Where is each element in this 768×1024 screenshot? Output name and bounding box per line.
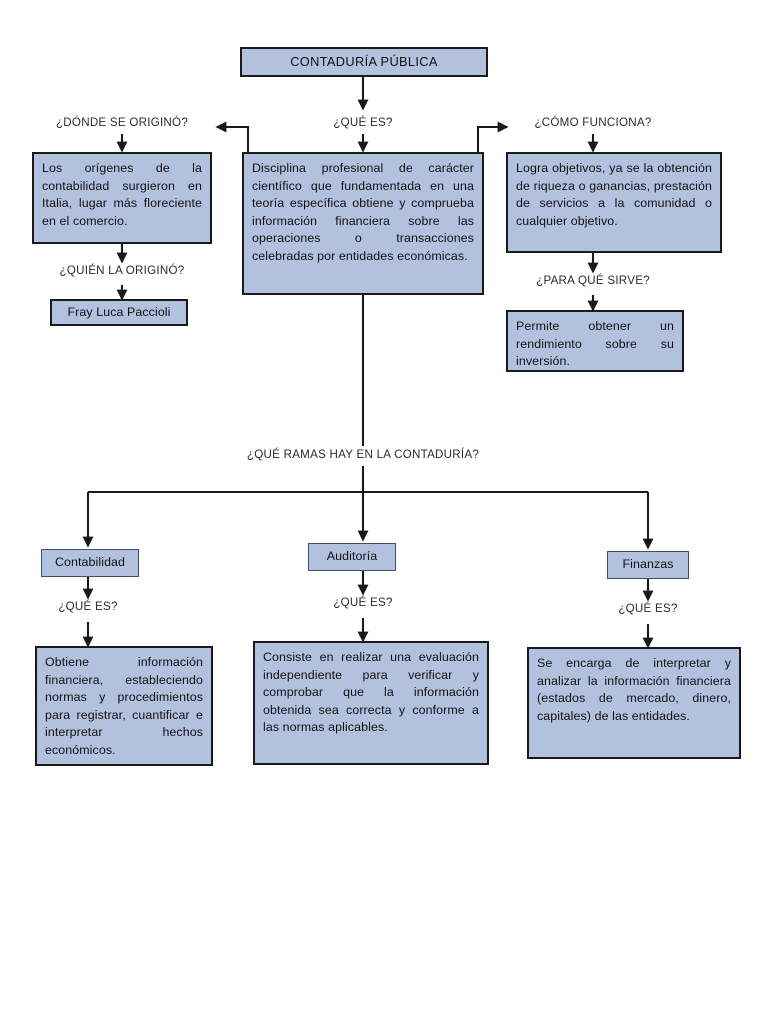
node-definicion-auditoria[interactable]: Consiste en realizar una evaluación inde… [253,641,489,765]
caption-como-funciona: ¿CÓMO FUNCIONA? [534,116,652,129]
node-rama-auditoria[interactable]: Auditoría [308,543,396,571]
caption-que-es-auditoria: ¿QUÉ ES? [333,596,393,609]
connector-split-right [476,121,509,152]
node-funcionamiento[interactable]: Logra objetivos, ya se la obtención de r… [506,152,722,253]
caption-que-es-finanzas: ¿QUÉ ES? [618,602,678,615]
node-definicion-finanzas[interactable]: Se encarga de interpretar y analizar la … [527,647,741,759]
node-utilidad[interactable]: Permite obtener un rendimiento sobre su … [506,310,684,372]
caption-quien-la-origino: ¿QUIÉN LA ORIGINÓ? [59,264,185,277]
node-def-finanzas-text: Se encarga de interpretar y analizar la … [537,656,731,723]
node-rama-contabilidad[interactable]: Contabilidad [41,549,139,577]
node-def-auditoria-text: Consiste en realizar una evaluación inde… [263,650,479,735]
connector-split-left [215,121,250,152]
node-definicion-contabilidad[interactable]: Obtiene información financiera, establec… [35,646,213,766]
node-definicion-contaduria[interactable]: Disciplina profesional de carácter cient… [242,152,484,295]
caption-que-ramas-hay: ¿QUÉ RAMAS HAY EN LA CONTADURÍA? [246,448,480,461]
node-def-contabilidad-text: Obtiene información financiera, establec… [45,655,203,758]
caption-donde-se-origino: ¿DÓNDE SE ORIGINÓ? [55,116,189,129]
caption-para-que-sirve: ¿PARA QUÉ SIRVE? [536,274,650,287]
node-fray-luca-paccioli[interactable]: Fray Luca Paccioli [50,299,188,326]
caption-que-es-contabilidad: ¿QUÉ ES? [58,600,118,613]
node-origen-text: Los orígenes de la contabilidad surgiero… [42,161,202,228]
node-origen-contabilidad[interactable]: Los orígenes de la contabilidad surgiero… [32,152,212,244]
node-rama-auditoria-label: Auditoría [326,549,378,564]
node-rama-finanzas[interactable]: Finanzas [607,551,689,579]
node-root-contaduria-publica[interactable]: CONTADURÍA PÚBLICA [240,47,488,77]
node-fundador-label: Fray Luca Paccioli [67,304,171,319]
node-root-label: CONTADURÍA PÚBLICA [290,53,438,69]
node-definicion-text: Disciplina profesional de carácter cient… [252,161,474,264]
caption-que-es-root: ¿QUÉ ES? [333,116,393,129]
node-funcionamiento-text: Logra objetivos, ya se la obtención de r… [516,161,712,228]
node-rama-finanzas-label: Finanzas [622,557,674,572]
node-rama-contabilidad-label: Contabilidad [54,555,126,570]
node-utilidad-text: Permite obtener un rendimiento sobre su … [516,319,674,369]
